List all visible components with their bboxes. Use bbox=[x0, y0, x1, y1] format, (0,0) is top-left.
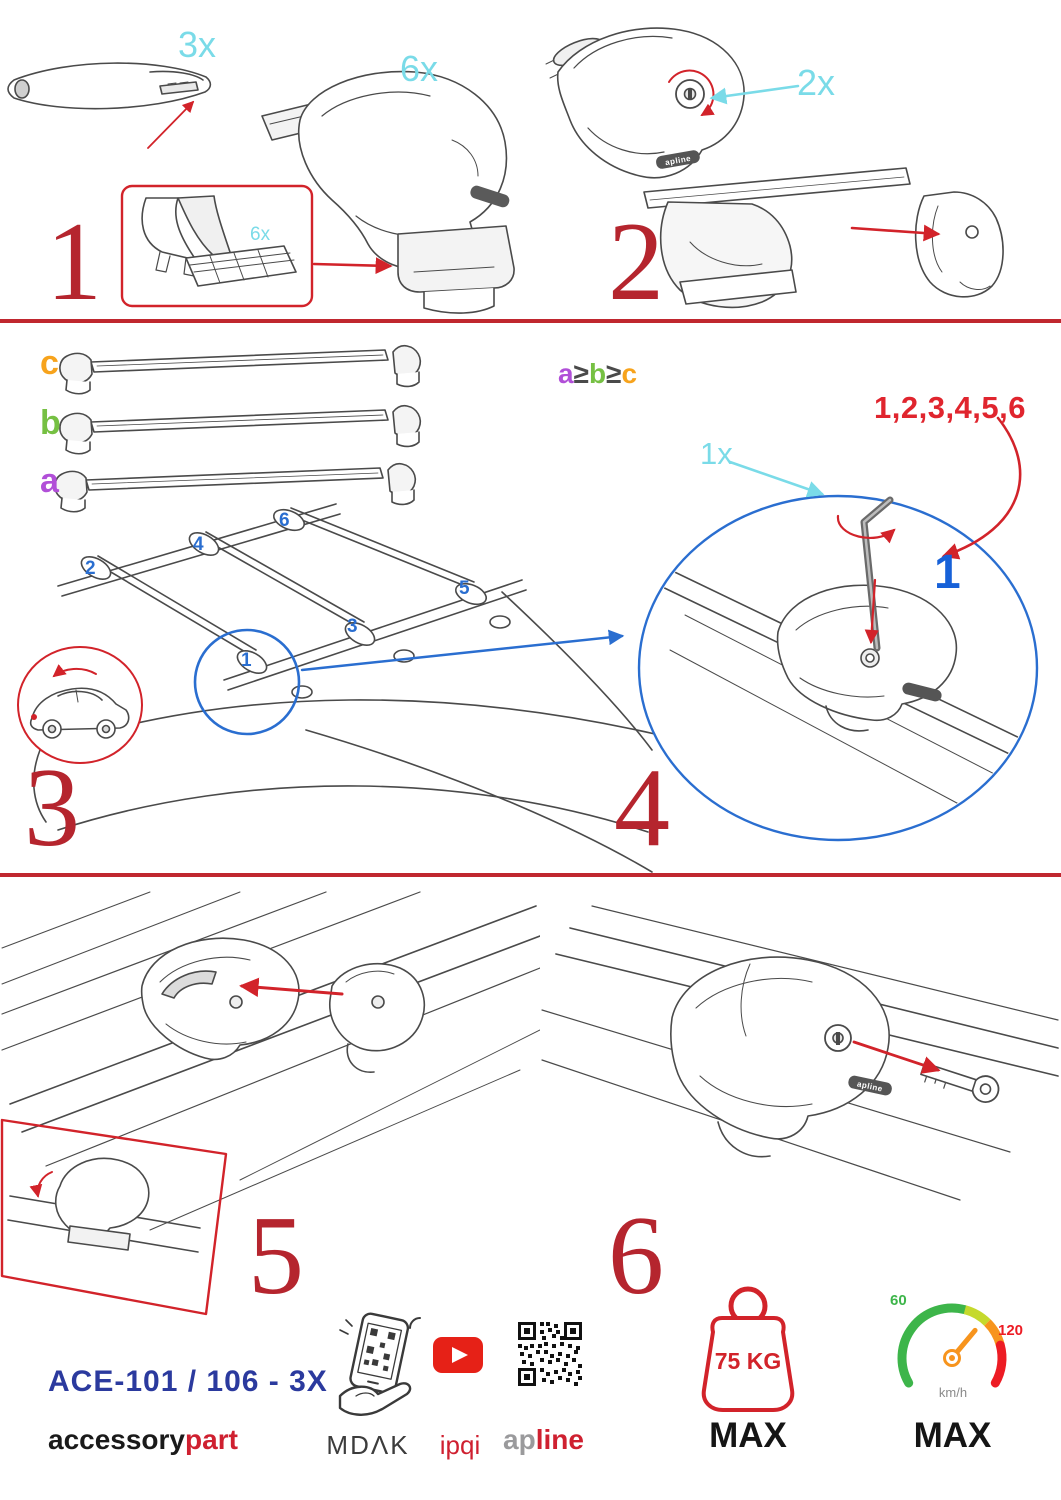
apline-badge: apline bbox=[664, 154, 691, 167]
car-inset-drawing bbox=[17, 646, 143, 764]
clamp-insert-detail-box bbox=[0, 1118, 228, 1316]
speed-max-value-label: 120 bbox=[998, 1322, 1024, 1339]
rotate-lock-arrow bbox=[668, 69, 715, 117]
qty-label-lock-2x: 2x bbox=[797, 62, 836, 103]
qty-label-pad-6x: 6x bbox=[250, 224, 271, 245]
brand-line: line bbox=[535, 1424, 584, 1455]
position-number-2: 2 bbox=[85, 558, 96, 579]
qty-label-tool-1x: 1x bbox=[700, 436, 733, 471]
tightening-sequence-label: 1,2,3,4,5,6 bbox=[874, 390, 1027, 425]
step-3-number: 3 bbox=[24, 746, 80, 870]
position1-highlight-circle bbox=[193, 628, 301, 736]
formula-a: a bbox=[558, 358, 574, 389]
arrow-to-bar-end bbox=[147, 100, 195, 149]
brand-part: part bbox=[185, 1424, 238, 1455]
torque-foot-drawing bbox=[776, 496, 958, 732]
step-6-number: 6 bbox=[608, 1194, 664, 1318]
crossbar-c-drawing bbox=[59, 344, 422, 395]
brand-ap: ap bbox=[503, 1424, 536, 1455]
brand-mdak: MDΛK bbox=[326, 1430, 410, 1460]
bar-size-label-a: a bbox=[40, 462, 59, 500]
step-1-number: 1 bbox=[46, 200, 102, 324]
qty-label-bar-3x: 3x bbox=[178, 24, 217, 65]
size-order-formula: a≥b≥c bbox=[558, 358, 637, 390]
position-number-4: 4 bbox=[193, 534, 204, 555]
step-5-number: 5 bbox=[248, 1194, 304, 1318]
crossbar-b-drawing bbox=[59, 404, 422, 455]
formula-ge2: ≥ bbox=[606, 358, 622, 389]
weight-limit-value: 75 KG bbox=[714, 1348, 782, 1374]
step6-drawing: apline bbox=[541, 905, 1059, 1201]
position-number-5: 5 bbox=[459, 578, 470, 599]
section-divider-2 bbox=[0, 873, 1061, 877]
brand-accessorypart: accessorypart bbox=[48, 1424, 238, 1456]
arrow-pad-to-foot bbox=[312, 257, 393, 275]
arrow-to-detail bbox=[300, 629, 625, 672]
end-cover-piece bbox=[914, 191, 1004, 298]
weight-max-label: MAX bbox=[709, 1416, 787, 1455]
foot-assembly-drawing bbox=[261, 70, 515, 314]
model-code: ACE-101 / 106 - 3X bbox=[48, 1365, 328, 1398]
arrow-clamp-insert bbox=[239, 977, 344, 998]
brand-apline: apline bbox=[496, 1424, 591, 1456]
formula-b: b bbox=[588, 358, 607, 389]
apline-badge-shape bbox=[470, 185, 510, 208]
arrow-bar-to-cover bbox=[850, 224, 941, 242]
rotate-key-arrow bbox=[836, 514, 896, 544]
section-divider-1 bbox=[0, 319, 1061, 323]
formula-ge1: ≥ bbox=[573, 358, 589, 389]
formula-c: c bbox=[621, 358, 638, 389]
bar-size-label-b: b bbox=[40, 404, 61, 442]
speed-limit-gauge bbox=[897, 1303, 1007, 1388]
step-2-number: 2 bbox=[608, 200, 664, 324]
final-torque-label: 1 bbox=[934, 546, 961, 599]
step3-drawing bbox=[17, 344, 656, 873]
brand-accessory: accessory bbox=[48, 1424, 186, 1455]
sequence-arrow bbox=[941, 416, 1022, 560]
step4-drawing bbox=[637, 416, 1039, 842]
crossbar-end-drawing bbox=[7, 62, 212, 149]
speed-max-label: MAX bbox=[913, 1416, 992, 1455]
rail-clamp-drawing bbox=[1, 891, 540, 1231]
speed-min-label: 60 bbox=[890, 1292, 907, 1309]
step5-drawing bbox=[0, 891, 540, 1316]
crossbar-a-drawing bbox=[54, 462, 417, 513]
pad-detail-box bbox=[120, 184, 393, 308]
step1-drawing bbox=[7, 62, 515, 314]
position-number-1: 1 bbox=[241, 650, 252, 671]
lock-foot-drawing: apline bbox=[545, 27, 800, 179]
brand-ipqi: ipqi bbox=[439, 1430, 481, 1460]
hand-shape bbox=[338, 1382, 412, 1416]
arrow-to-bolt bbox=[864, 578, 879, 645]
youtube-icon bbox=[433, 1337, 483, 1373]
bar-endcap-drawing bbox=[643, 167, 1004, 309]
arrow-qty-to-key bbox=[728, 460, 825, 498]
position-number-3: 3 bbox=[347, 616, 358, 637]
position-number-6: 6 bbox=[279, 510, 290, 531]
qr-code bbox=[516, 1320, 584, 1388]
arrow-lock-to-key bbox=[852, 1040, 941, 1074]
qty-label-foot-6x: 6x bbox=[400, 48, 439, 89]
bar-size-label-c: c bbox=[40, 344, 59, 382]
weight-limit-icon bbox=[701, 1286, 795, 1412]
arrow-qty-to-lock bbox=[709, 84, 800, 105]
key-lock-drawing: apline bbox=[541, 905, 1059, 1201]
step2-drawing: apline bbox=[545, 27, 1004, 309]
step-4-number: 4 bbox=[614, 746, 670, 870]
phone-qr-icon bbox=[338, 1312, 421, 1416]
speed-unit-label: km/h bbox=[938, 1385, 968, 1400]
key-drawing bbox=[920, 1062, 1000, 1103]
